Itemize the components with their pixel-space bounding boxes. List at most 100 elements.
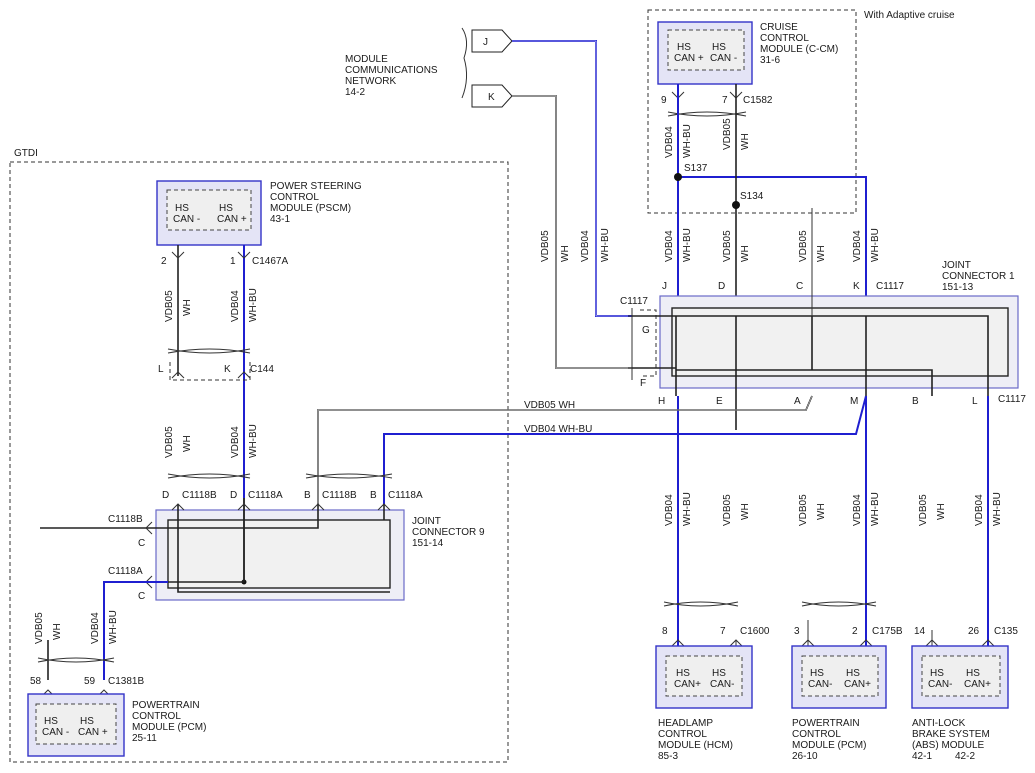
ccm-module-inner [667,29,745,71]
wire-jc1-m-to-jc9 [383,395,867,504]
jc1-pin-e: E [716,396,723,407]
abs-pin-b: 26 [968,626,980,637]
pcmr-title-2: CONTROL [792,729,841,740]
abs-title-2: BRAKE SYSTEM [912,729,990,740]
hcm-connector: C1600 [740,626,770,637]
network-page: 14-2 [345,87,365,98]
pscm-can-a: HS [175,203,189,214]
jc9-conn-b1: C1118B [182,490,217,501]
ccm-wire-label-whbu: WH-BU [682,124,693,158]
jc9-pin-d2: D [230,490,237,501]
hcm-title-1: HEADLAMP [658,718,713,729]
jc9-side-conn-a: C1118A [108,566,143,577]
pcmr-pin-arrows [801,639,873,647]
pcmr-can-a2: CAN- [808,679,832,690]
jc1-pin-a: A [794,396,801,407]
low-lbl-wh-e: WH [740,503,751,520]
jc1-pin-c: C [796,281,803,292]
hcm-can-a2: CAN+ [674,679,701,690]
hcm-can-a: HS [676,668,690,679]
wire-network-j-core [512,40,632,317]
low-lbl-vdb05-a: VDB05 [798,494,809,526]
pscm-lbl2-whbu: WH-BU [248,424,259,458]
network-title-2: COMMUNICATIONS [345,65,438,76]
jc9-pin-d1: D [162,490,169,501]
ccm-can-a2: CAN + [674,53,704,64]
jc1-pin-m: M [850,396,858,407]
jc9-pin-b1: B [304,490,311,501]
jc1-lbl-vdb04-j: VDB04 [664,230,675,262]
pcml-can-a: HS [44,716,58,727]
jc1-pin-j: J [662,281,667,292]
horiz-label-vdb04: VDB04 WH-BU [524,424,592,435]
pcmr-title-3: MODULE (PCM) [792,740,866,751]
pcmr-page: 26-10 [792,751,818,762]
pcml-can-a2: CAN - [42,727,69,738]
jc9-title-2: CONNECTOR 9 [412,527,485,538]
c144-arrow-l [171,371,185,379]
abs-title-1: ANTI-LOCK [912,718,966,729]
pscm-module-inner [166,189,252,231]
jc9-vdb04-route [168,498,245,583]
jc9-pin-b2: B [370,490,377,501]
jc1-lbl-whbu-k: WH-BU [870,228,881,262]
pcmr-pin-b: 2 [852,626,858,637]
pcml-module-inner [35,703,117,745]
wire-label-net-whbu: WH-BU [600,228,611,262]
pscm-can-a2: CAN - [173,214,200,225]
c144-pin-l: L [158,364,164,375]
hcm-can-b2: CAN- [710,679,734,690]
splice-s137-label: S137 [684,163,708,174]
c144-arrow-k [237,371,251,379]
hcm-can-b: HS [712,668,726,679]
pscm-pin-b: 1 [230,256,236,267]
pscm-title-1: POWER STEERING [270,181,362,192]
jc1-connector: C1117 [876,281,904,292]
jc9-side-conn-b: C1118B [108,514,143,525]
network-title-3: NETWORK [345,76,396,87]
low-lbl-whbu-m: WH-BU [870,492,881,526]
low-lbl-wh-b: WH [936,503,947,520]
pcml-lbl-vdb04: VDB04 [90,612,101,644]
jc1-title-1: JOINT [942,260,971,271]
pscm-title-3: MODULE (PSCM) [270,203,351,214]
low-lbl-vdb05-e: VDB05 [722,494,733,526]
ccm-page: 31-6 [760,55,780,66]
jc9-twist-d [167,473,251,479]
pcml-lbl-vdb05: VDB05 [34,612,45,644]
hcm-page: 85-3 [658,751,678,762]
abs-connector: C135 [994,626,1018,637]
ccm-wire-label-vdb05: VDB05 [722,118,733,150]
pcml-page: 25-11 [132,733,157,744]
low-lbl-vdb04-h: VDB04 [664,494,675,526]
low-lbl-vdb04-m: VDB04 [852,494,863,526]
jc9-inner [167,519,391,589]
gtdi-label: GTDI [14,148,38,159]
pscm-lbl-whbu: WH-BU [248,288,259,322]
pscm-can-b: HS [219,203,233,214]
splice-s137 [674,173,682,181]
ccm-connector: C1582 [743,95,773,106]
abs-pin-a: 14 [914,626,926,637]
jc9-title-1: JOINT [412,516,441,527]
low-lbl-vdb04-l: VDB04 [974,494,985,526]
pcml-twist [37,657,115,663]
jc9-conn-a2: C1118A [388,490,423,501]
jc1-pin-b: B [912,396,919,407]
pscm-page: 43-1 [270,214,290,225]
hcm-pin-a: 8 [662,626,668,637]
c144-connector: C144 [250,364,274,375]
low-lbl-whbu-h: WH-BU [682,492,693,526]
pcmr-module-inner [801,655,879,697]
jc9-to-pcm-wire [103,581,168,680]
pscm-lbl-vdb05: VDB05 [164,290,175,322]
pcmr-can-b: HS [846,668,860,679]
hcm-module-inner [665,655,743,697]
network-title-1: MODULE [345,54,388,65]
abs-can-b2: CAN+ [964,679,991,690]
pcmr-can-a: HS [810,668,824,679]
pcmr-can-b2: CAN+ [844,679,871,690]
pcml-can-b2: CAN + [78,727,108,738]
wire-label-net-vdb05: VDB05 [540,230,551,262]
